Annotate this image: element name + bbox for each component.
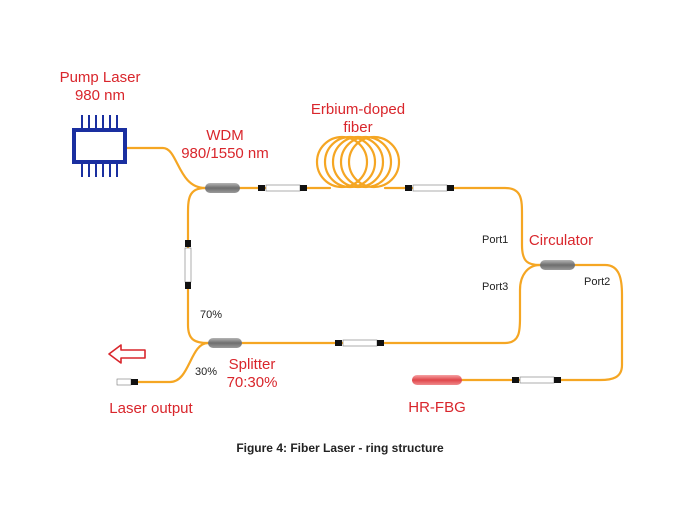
pct30-label: 30% <box>195 366 217 378</box>
fiber-connector-icon <box>258 184 307 192</box>
fiber-connector-icon <box>405 184 454 192</box>
hr-fbg-label: HR-FBG <box>408 399 466 416</box>
fiber-connector-icon <box>184 240 192 289</box>
hr-fbg-grating <box>412 375 462 385</box>
port3-label: Port3 <box>482 281 508 293</box>
wdm-label: WDM <box>206 127 244 144</box>
pump-laser-chip-icon <box>72 115 127 177</box>
laser-output-label: Laser output <box>109 400 193 417</box>
pump-laser-label: Pump Laser <box>60 69 141 86</box>
fiber-paths <box>123 146 624 384</box>
edf-label-line2: fiber <box>343 119 372 136</box>
splitter-label: Splitter <box>229 356 276 373</box>
fiber-connector-icon <box>512 376 561 384</box>
fiber-edf-to-circulator <box>383 186 542 267</box>
pct70-label: 70% <box>200 309 222 321</box>
circulator-body <box>540 260 575 270</box>
figure-caption: Figure 4: Fiber Laser - ring structure <box>236 441 444 455</box>
fiber-circulator-to-fbg <box>460 263 624 382</box>
fiber-pump-to-wdm <box>123 146 207 190</box>
fiber-connector-icon <box>335 339 384 347</box>
wdm-coupler <box>205 183 240 193</box>
fiber-coil-icon <box>315 135 401 189</box>
pump-wavelength-label: 980 nm <box>75 87 125 104</box>
port1-label: Port1 <box>482 234 508 246</box>
fiber-connector-icon <box>116 378 138 386</box>
fiber-splitter-to-output <box>133 341 210 384</box>
splitter-ratio-label: 70:30% <box>227 374 278 391</box>
port2-label: Port2 <box>584 276 610 288</box>
splitter-coupler <box>208 338 242 348</box>
output-arrow-icon <box>108 344 146 364</box>
circulator-label: Circulator <box>529 232 593 249</box>
wdm-spec-label: 980/1550 nm <box>181 145 269 162</box>
edf-label: Erbium-doped <box>311 101 405 118</box>
fiber-splitter-to-circulator <box>240 263 542 345</box>
